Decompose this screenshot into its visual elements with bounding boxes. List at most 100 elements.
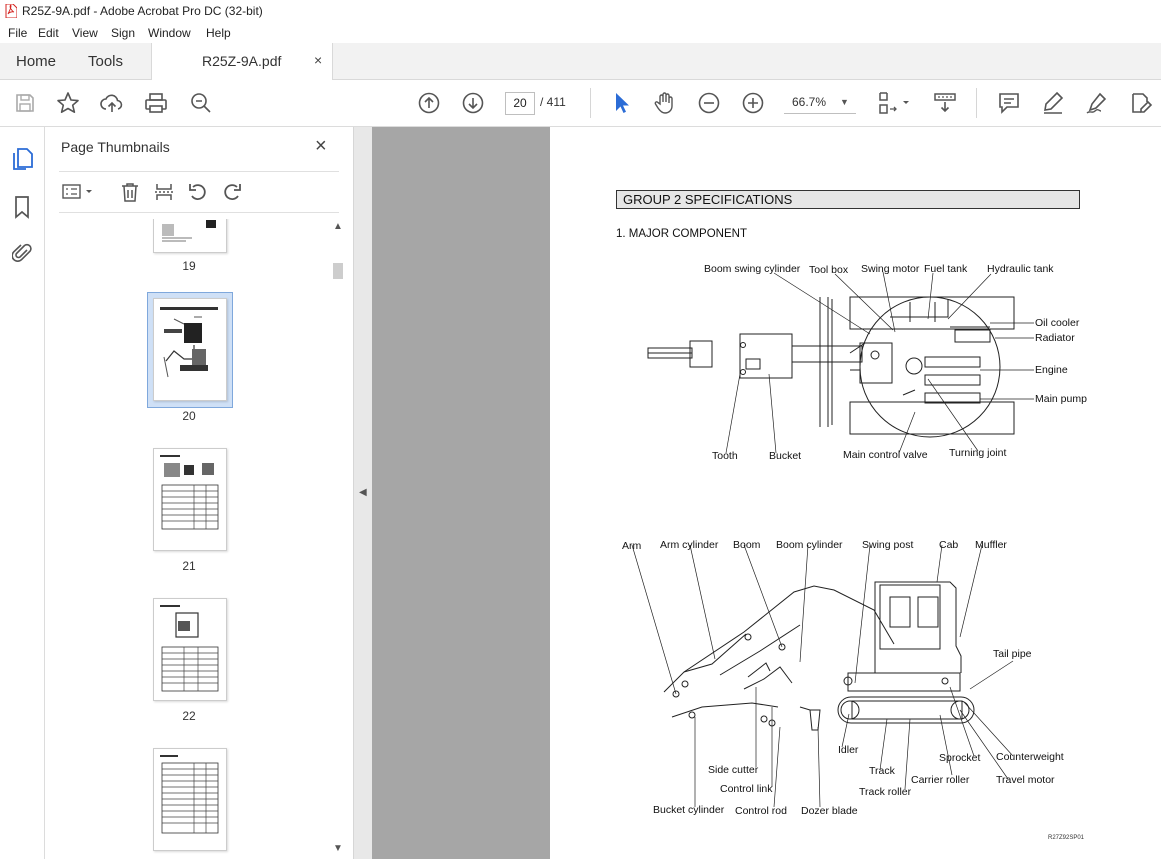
menu-help[interactable]: Help bbox=[206, 26, 231, 40]
thumbnail-page[interactable] bbox=[153, 598, 227, 701]
panel-title: Page Thumbnails bbox=[61, 139, 170, 155]
menu-window[interactable]: Window bbox=[148, 26, 191, 40]
label-sprocket: Sprocket bbox=[939, 752, 981, 764]
toolbar-divider bbox=[976, 88, 977, 118]
tab-bar: Home Tools R25Z-9A.pdf × bbox=[0, 43, 1161, 80]
window-title: R25Z-9A.pdf - Adobe Acrobat Pro DC (32-b… bbox=[22, 4, 263, 18]
comment-icon[interactable] bbox=[996, 90, 1022, 116]
scrollbar-thumb[interactable] bbox=[333, 263, 343, 279]
tab-document[interactable]: R25Z-9A.pdf × bbox=[151, 43, 333, 80]
zoom-level-select[interactable]: 66.7% ▼ bbox=[784, 92, 856, 114]
zoom-out-icon[interactable] bbox=[696, 90, 722, 116]
panel-splitter[interactable]: ◀ bbox=[353, 127, 373, 859]
label-turning-joint: Turning joint bbox=[949, 447, 1007, 459]
tab-tools[interactable]: Tools bbox=[88, 53, 124, 70]
rotate-left-icon[interactable] bbox=[187, 181, 209, 203]
menu-edit[interactable]: Edit bbox=[38, 26, 59, 40]
thumbnail-page-number: 19 bbox=[182, 259, 196, 273]
select-cursor-icon[interactable] bbox=[608, 90, 634, 116]
thumbnail-preview bbox=[160, 307, 218, 378]
tab-home[interactable]: Home bbox=[16, 53, 57, 70]
hand-tool-icon[interactable] bbox=[652, 90, 678, 116]
highlight-pen-icon[interactable] bbox=[1040, 90, 1066, 116]
collapse-panel-icon[interactable]: ◀ bbox=[359, 487, 367, 498]
thumbnail-page-number: 21 bbox=[182, 559, 196, 573]
label-control-link: Control link bbox=[720, 783, 773, 795]
group-header-text: GROUP 2 SPECIFICATIONS bbox=[623, 192, 793, 207]
delete-page-icon[interactable] bbox=[119, 181, 141, 203]
rotate-right-icon[interactable] bbox=[221, 181, 243, 203]
thumbnail-page[interactable] bbox=[153, 748, 227, 851]
tab-document-label: R25Z-9A.pdf bbox=[202, 53, 282, 69]
toolbar-divider bbox=[590, 88, 591, 118]
thumbnail-scrollbar[interactable]: ▲ ▼ bbox=[331, 219, 345, 859]
label-boom-swing-cylinder: Boom swing cylinder bbox=[704, 263, 801, 275]
zoom-level-value: 66.7% bbox=[792, 95, 827, 109]
previous-page-icon[interactable] bbox=[416, 90, 442, 116]
thumbnail-preview bbox=[160, 755, 219, 834]
label-arm-cylinder: Arm cylinder bbox=[660, 539, 719, 551]
label-cab: Cab bbox=[939, 539, 959, 551]
label-hydraulic-tank: Hydraulic tank bbox=[987, 263, 1054, 275]
label-muffler: Muffler bbox=[975, 539, 1007, 551]
scroll-down-icon[interactable]: ▼ bbox=[333, 843, 343, 854]
pdf-page: GROUP 2 SPECIFICATIONS 1. MAJOR COMPONEN… bbox=[550, 127, 1161, 859]
tab-close-icon[interactable]: × bbox=[314, 52, 323, 68]
section-heading: 1. MAJOR COMPONENT bbox=[616, 228, 747, 240]
thumbnail-preview bbox=[160, 605, 219, 692]
scroll-mode-icon[interactable] bbox=[932, 90, 958, 116]
title-bar: R25Z-9A.pdf - Adobe Acrobat Pro DC (32-b… bbox=[0, 0, 1161, 22]
thumbnail-tools bbox=[59, 171, 339, 213]
thumbnail-page-selected[interactable] bbox=[153, 298, 227, 401]
label-oil-cooler: Oil cooler bbox=[1035, 317, 1080, 329]
panel-close-icon[interactable]: × bbox=[315, 135, 327, 157]
label-radiator: Radiator bbox=[1035, 332, 1075, 344]
page-thumbnails-icon[interactable] bbox=[12, 147, 34, 171]
save-icon[interactable] bbox=[12, 90, 38, 116]
label-dozer-blade: Dozer blade bbox=[801, 805, 858, 817]
menu-bar: File Edit View Sign Window Help bbox=[0, 22, 1161, 43]
thumbnails-panel: Page Thumbnails × 19 bbox=[45, 127, 353, 859]
attachments-icon[interactable] bbox=[12, 241, 32, 265]
zoom-search-icon[interactable] bbox=[188, 90, 214, 116]
page-number-input[interactable]: 20 bbox=[505, 92, 535, 115]
figure-code: R27Z92SP01 bbox=[1048, 835, 1085, 841]
label-engine: Engine bbox=[1035, 364, 1068, 376]
zoom-in-icon[interactable] bbox=[740, 90, 766, 116]
next-page-icon[interactable] bbox=[460, 90, 486, 116]
acrobat-pdf-icon bbox=[5, 4, 17, 18]
menu-file[interactable]: File bbox=[8, 26, 28, 40]
page-total: / 411 bbox=[540, 95, 566, 109]
group-header: GROUP 2 SPECIFICATIONS bbox=[616, 190, 1080, 209]
navigation-rail bbox=[0, 127, 45, 859]
thumbnail-page[interactable] bbox=[153, 448, 227, 551]
menu-sign[interactable]: Sign bbox=[111, 26, 136, 40]
extract-page-icon[interactable] bbox=[153, 181, 175, 203]
label-side-cutter: Side cutter bbox=[708, 764, 759, 776]
print-icon[interactable] bbox=[143, 90, 169, 116]
label-counterweight: Counterweight bbox=[996, 751, 1064, 763]
thumbnail-page-number: 22 bbox=[182, 709, 196, 723]
thumbnail-list: 19 20 21 bbox=[59, 219, 329, 859]
page-fit-icon[interactable] bbox=[876, 90, 912, 116]
cloud-upload-icon[interactable] bbox=[99, 90, 125, 116]
thumbnail-page[interactable] bbox=[153, 219, 227, 253]
toolbar: 20 / 411 66.7% ▼ bbox=[0, 80, 1161, 127]
thumbnail-preview bbox=[162, 220, 216, 242]
chevron-down-icon: ▼ bbox=[840, 97, 849, 107]
bookmarks-icon[interactable] bbox=[14, 195, 30, 219]
label-swing-motor: Swing motor bbox=[861, 263, 920, 275]
scroll-up-icon[interactable]: ▲ bbox=[333, 221, 343, 232]
label-tooth: Tooth bbox=[712, 450, 738, 462]
label-tool-box: Tool box bbox=[809, 264, 849, 276]
label-idler: Idler bbox=[838, 744, 859, 756]
edit-pdf-icon[interactable] bbox=[1128, 90, 1154, 116]
label-main-pump: Main pump bbox=[1035, 393, 1087, 405]
fill-sign-icon[interactable] bbox=[1084, 90, 1110, 116]
label-arm: Arm bbox=[622, 540, 642, 552]
label-track-roller: Track roller bbox=[859, 786, 912, 798]
bookmark-star-icon[interactable] bbox=[55, 90, 81, 116]
options-menu-icon[interactable] bbox=[61, 182, 95, 202]
menu-view[interactable]: View bbox=[72, 26, 98, 40]
thumbnail-page-number: 20 bbox=[182, 409, 196, 423]
